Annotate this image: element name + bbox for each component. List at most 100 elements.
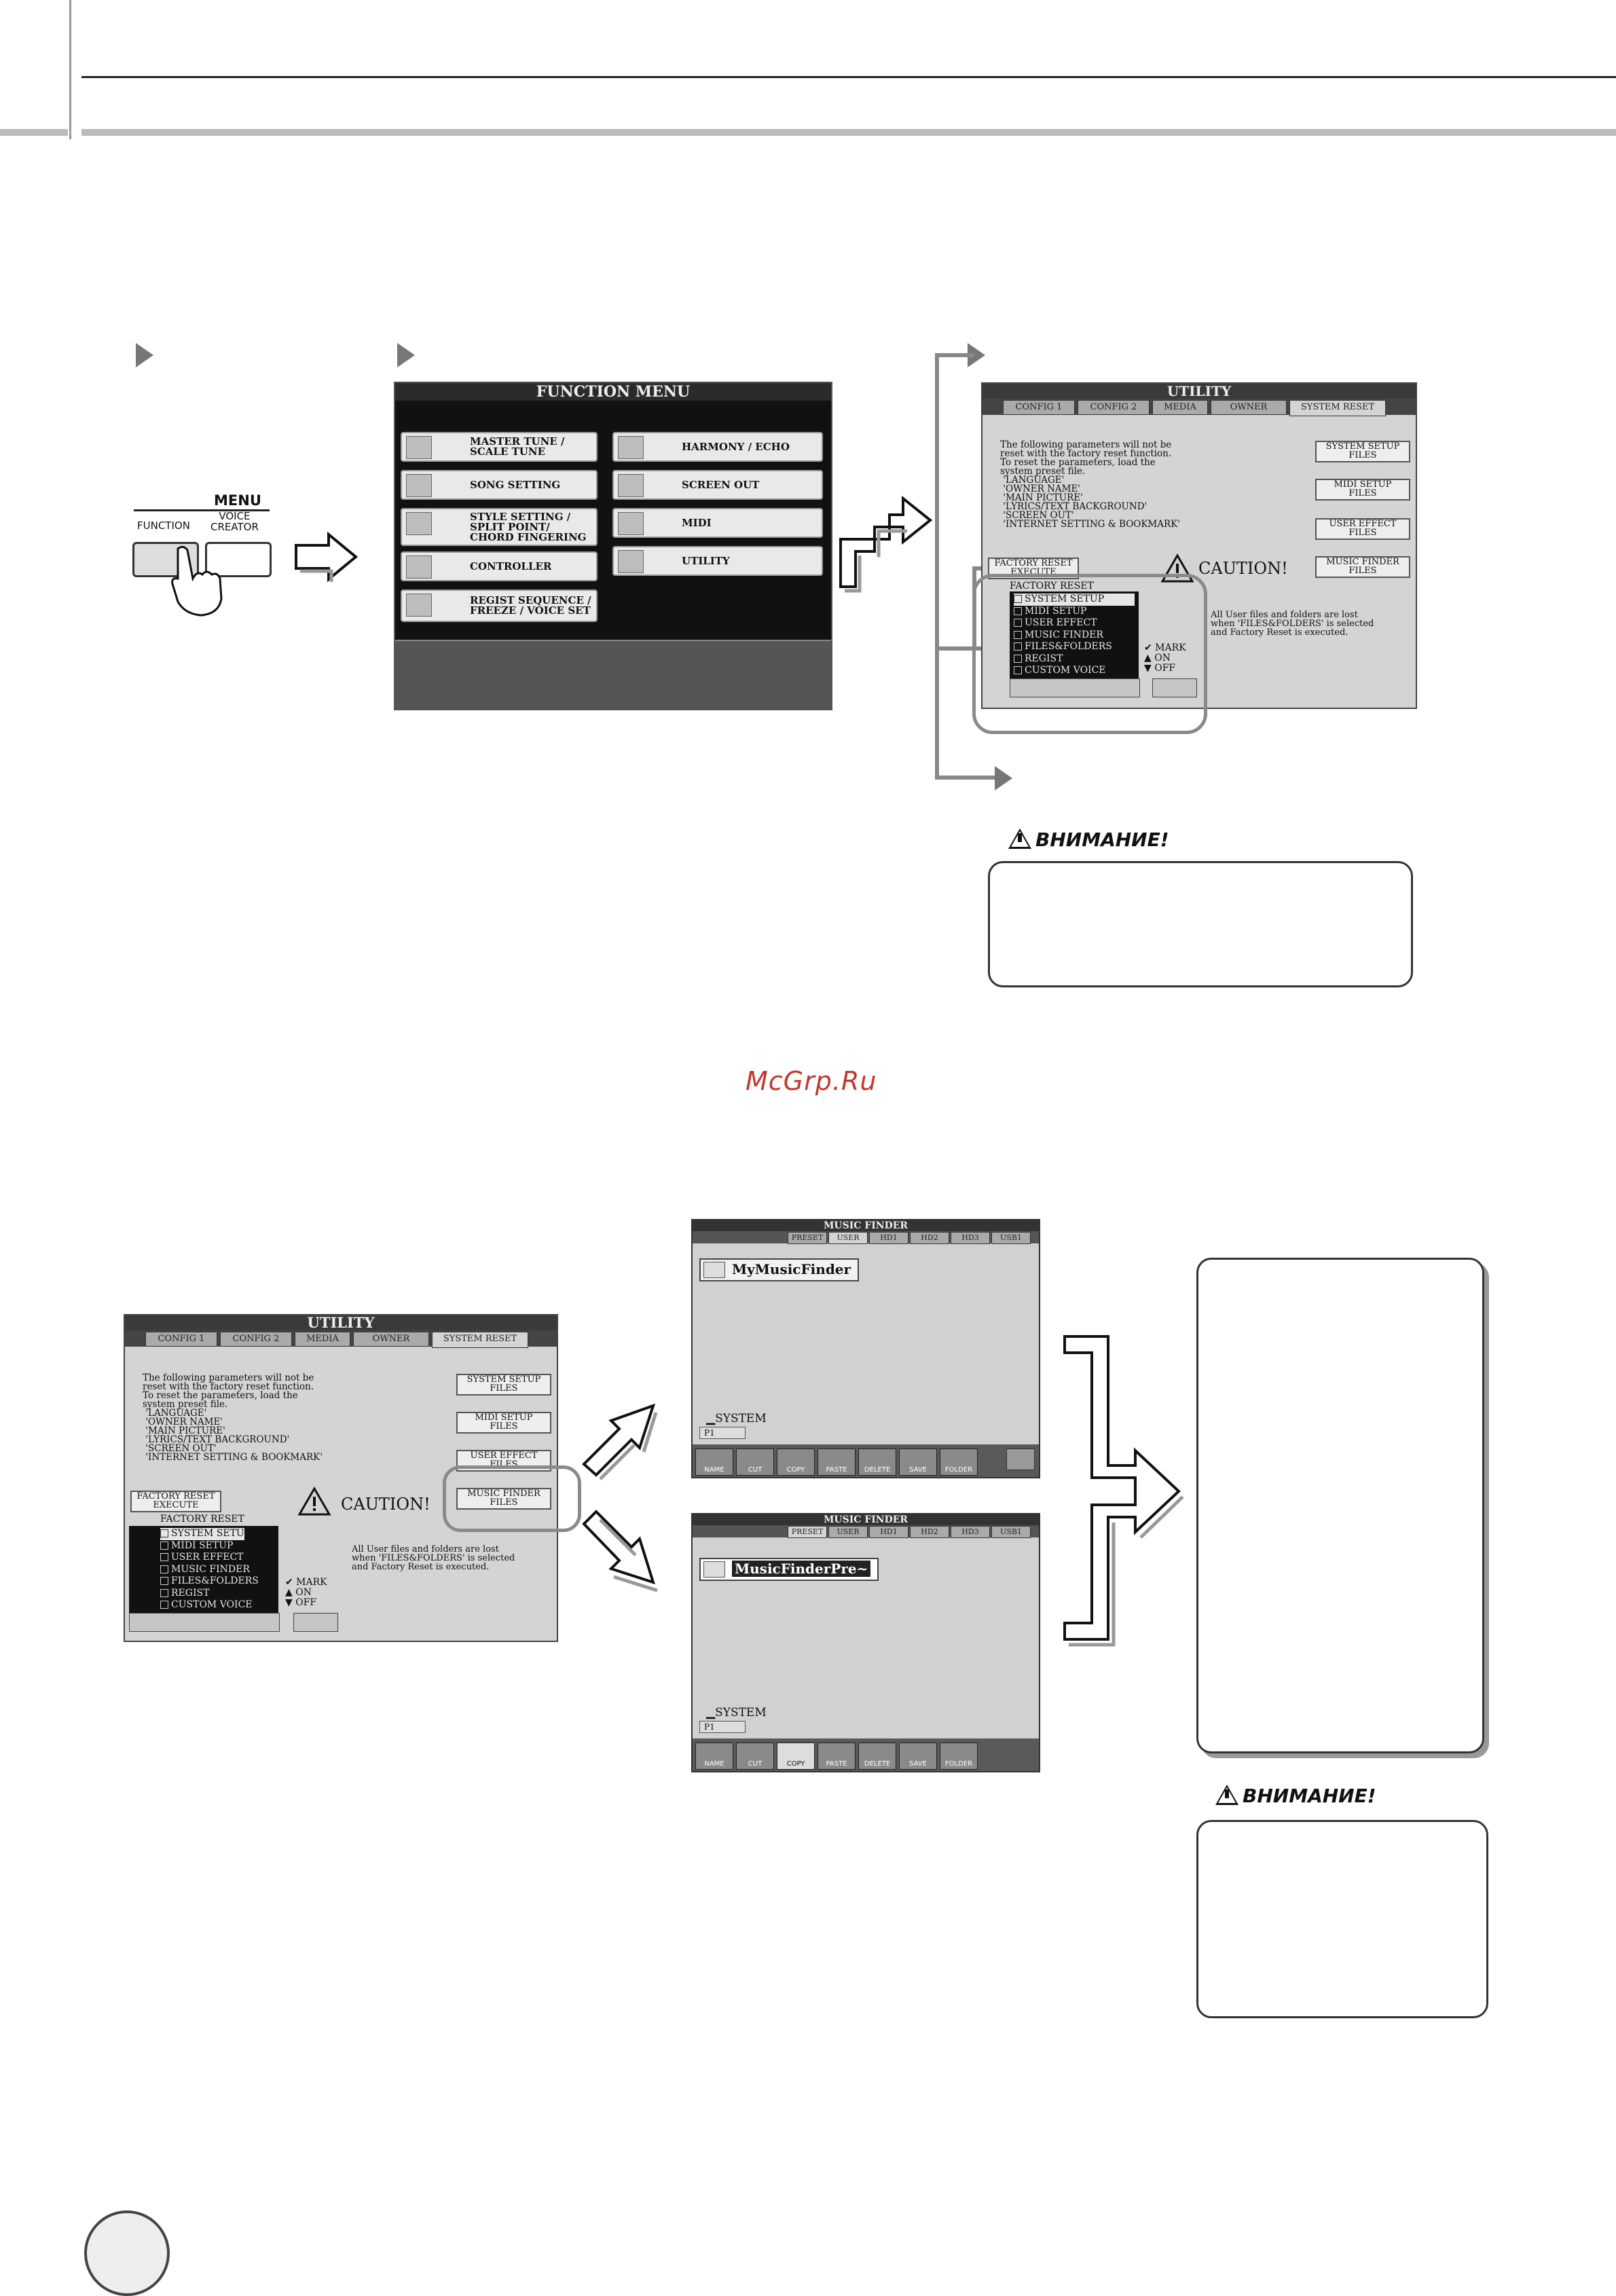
paste-button[interactable]: PASTE [818, 1743, 856, 1770]
utility-tabs-bottom: CONFIG 1 CONFIG 2 MEDIA OWNER SYSTEM RES… [125, 1330, 557, 1348]
list-item[interactable]: USER EFFECT [160, 1552, 244, 1564]
factory-reset-list-bottom: SYSTEM SETUP MIDI SETUP USER EFFECT MUSI… [129, 1526, 278, 1613]
tab-owner[interactable]: OWNER [1211, 400, 1287, 415]
list-item[interactable]: FILES&FOLDERS [1014, 641, 1135, 653]
utility-screen-bottom: UTILITY CONFIG 1 CONFIG 2 MEDIA OWNER SY… [124, 1314, 558, 1642]
tab-media[interactable]: MEDIA [1152, 400, 1208, 415]
midi-setup-files-button[interactable]: MIDI SETUP FILES [456, 1412, 551, 1434]
regist-sequence-button[interactable]: REGIST SEQUENCE / FREEZE / VOICE SET [401, 589, 598, 622]
copy-button[interactable]: COPY [777, 1743, 815, 1770]
style-icon [406, 512, 432, 535]
tab-owner[interactable]: OWNER [353, 1332, 429, 1347]
factory-reset-execute-button[interactable]: FACTORY RESET EXECUTE [988, 558, 1079, 579]
list-item[interactable]: MUSIC FINDER [160, 1564, 250, 1576]
checkbox-icon [160, 1553, 168, 1561]
up-folder-icon[interactable] [1006, 1448, 1035, 1470]
master-tune-button[interactable]: MASTER TUNE / SCALE TUNE [401, 432, 598, 462]
cut-button[interactable]: CUT [736, 1743, 774, 1770]
note-icon [406, 474, 432, 497]
tab-hd2[interactable]: HD2 [910, 1526, 949, 1538]
tab-hd1[interactable]: HD1 [869, 1232, 908, 1244]
cut-button[interactable]: CUT [736, 1448, 774, 1476]
user-effect-files-button[interactable]: USER EFFECT FILES [1315, 518, 1410, 540]
list-item[interactable]: SYSTEM SETUP [1014, 594, 1135, 606]
list-scroll-buttons[interactable] [1010, 678, 1140, 697]
song-setting-button[interactable]: SONG SETTING [401, 470, 598, 500]
tab-config1[interactable]: CONFIG 1 [145, 1332, 217, 1347]
file-item-musicfinderpreset[interactable]: MusicFinderPre~ [699, 1558, 879, 1581]
system-setup-files-button[interactable]: SYSTEM SETUP FILES [456, 1374, 551, 1396]
factory-reset-label: FACTORY RESET [1010, 581, 1094, 591]
list-item[interactable]: REGIST [1014, 653, 1135, 666]
tab-hd1[interactable]: HD1 [869, 1526, 908, 1538]
folder-button[interactable]: FOLDER [940, 1448, 978, 1476]
file-item-mymusicfinder[interactable]: MyMusicFinder [699, 1258, 860, 1281]
tab-user[interactable]: USER [828, 1232, 868, 1244]
system-setup-files-button[interactable]: SYSTEM SETUP FILES [1315, 441, 1410, 462]
caution-text: All User files and folders are lost when… [352, 1544, 515, 1572]
music-finder-files-button[interactable]: MUSIC FINDER FILES [1315, 556, 1410, 578]
harmony-echo-button[interactable]: HARMONY / ECHO [612, 432, 823, 462]
caution-text: All User files and folders are lost when… [1211, 610, 1374, 638]
list-item[interactable]: CUSTOM VOICE [160, 1599, 253, 1611]
checkbox-icon [1014, 666, 1022, 674]
tab-config1[interactable]: CONFIG 1 [1003, 400, 1075, 415]
controller-button[interactable]: CONTROLLER [401, 551, 598, 581]
checkbox-icon [160, 1588, 168, 1597]
tab-config2[interactable]: CONFIG 2 [220, 1332, 292, 1347]
name-button[interactable]: NAME [695, 1448, 733, 1476]
factory-reset-label: FACTORY RESET [160, 1514, 244, 1525]
tab-media[interactable]: MEDIA [295, 1332, 350, 1347]
tab-hd3[interactable]: HD3 [951, 1526, 990, 1538]
delete-button[interactable]: DELETE [858, 1448, 896, 1476]
folder-button[interactable]: FOLDER [940, 1743, 978, 1770]
utility-tabs: CONFIG 1 CONFIG 2 MEDIA OWNER SYSTEM RES… [983, 399, 1416, 416]
page-tab[interactable]: P1 [699, 1427, 746, 1439]
tab-system-reset[interactable]: SYSTEM RESET [1289, 400, 1386, 416]
name-button[interactable]: NAME [695, 1743, 733, 1770]
tab-hd2[interactable]: HD2 [910, 1232, 949, 1244]
pointing-hand-icon [171, 545, 223, 617]
tab-config2[interactable]: CONFIG 2 [1078, 400, 1150, 415]
tab-user[interactable]: USER [828, 1526, 868, 1538]
list-item[interactable]: CUSTOM VOICE [1014, 665, 1135, 677]
list-item[interactable]: SYSTEM SETUP [160, 1528, 251, 1540]
music-finder-files-button[interactable]: MUSIC FINDER FILES [456, 1488, 551, 1510]
voice-creator-label: VOICE CREATOR [210, 510, 259, 533]
list-item[interactable]: REGIST [160, 1588, 244, 1600]
tab-system-reset[interactable]: SYSTEM RESET [432, 1332, 528, 1348]
save-button[interactable]: SAVE [899, 1743, 937, 1770]
paste-button[interactable]: PASTE [818, 1448, 856, 1476]
utility-title-bottom: UTILITY [125, 1315, 557, 1330]
tab-hd3[interactable]: HD3 [951, 1232, 990, 1244]
tab-usb1[interactable]: USB1 [991, 1232, 1031, 1244]
page-tab[interactable]: P1 [699, 1721, 746, 1733]
list-item[interactable]: MIDI SETUP [1014, 606, 1135, 618]
keyboard-icon [406, 555, 432, 579]
mark-scroll-buttons[interactable] [1152, 678, 1197, 697]
list-scroll-buttons[interactable] [129, 1613, 280, 1632]
factory-reset-execute-button[interactable]: FACTORY RESET EXECUTE [130, 1491, 221, 1512]
voice-creator-button[interactable] [205, 542, 272, 577]
tab-usb1[interactable]: USB1 [991, 1526, 1031, 1538]
screen-out-button[interactable]: SCREEN OUT [612, 470, 823, 500]
list-item[interactable]: FILES&FOLDERS [160, 1575, 259, 1588]
midi-button[interactable]: MIDI [612, 508, 823, 538]
copy-button[interactable]: COPY [777, 1448, 815, 1476]
list-item[interactable]: MIDI SETUP [160, 1540, 244, 1552]
tab-preset[interactable]: PRESET [788, 1232, 827, 1244]
caution-triangle-icon [297, 1487, 331, 1516]
midi-setup-files-button[interactable]: MIDI SETUP FILES [1315, 479, 1410, 500]
mark-scroll-buttons[interactable] [293, 1613, 338, 1632]
page-number-badge [84, 2210, 170, 2296]
save-button[interactable]: SAVE [899, 1448, 937, 1476]
utility-button[interactable]: UTILITY [612, 546, 823, 576]
list-item[interactable]: MUSIC FINDER [1014, 630, 1135, 642]
list-item[interactable]: USER EFFECT [1014, 617, 1135, 630]
step-marker-2 [397, 343, 415, 367]
style-setting-button[interactable]: STYLE SETTING / SPLIT POINT/ CHORD FINGE… [401, 508, 598, 546]
delete-button[interactable]: DELETE [858, 1743, 896, 1770]
checkbox-icon [160, 1577, 168, 1585]
tab-preset[interactable]: PRESET [788, 1526, 827, 1538]
search-file-icon [703, 1561, 725, 1578]
